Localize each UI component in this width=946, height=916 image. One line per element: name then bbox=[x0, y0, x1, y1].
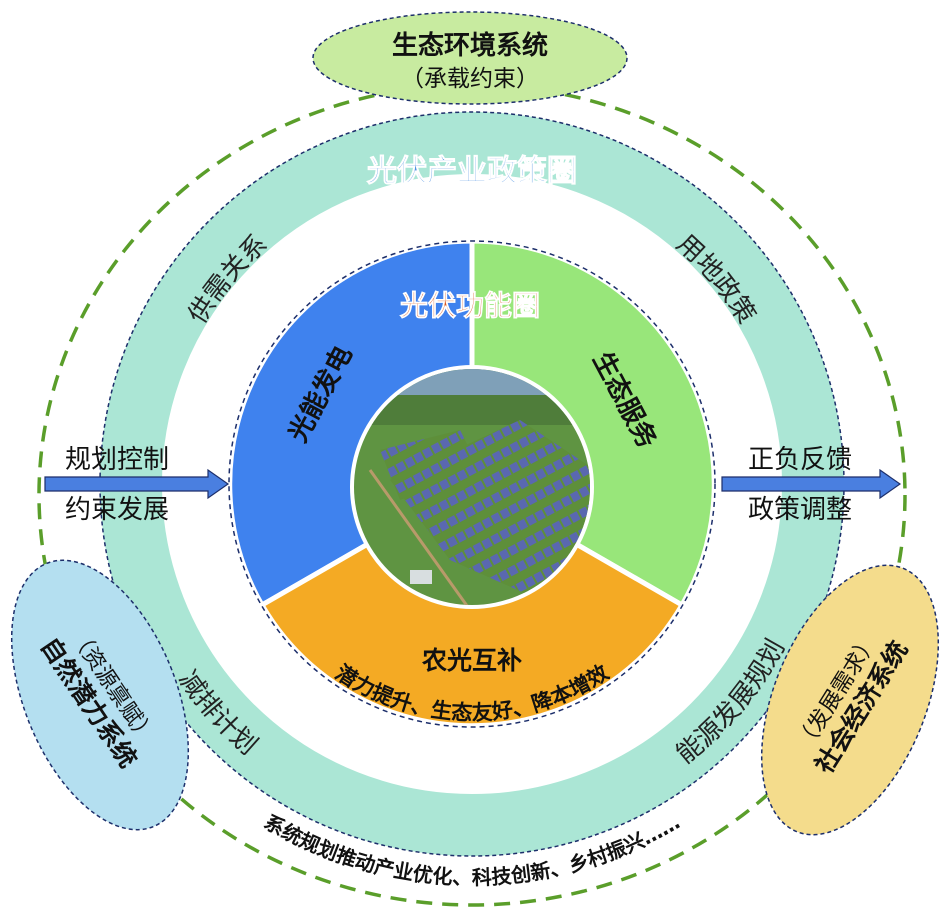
left-arrow-line1: 规划控制 bbox=[65, 445, 169, 475]
function-ring-border bbox=[228, 240, 716, 728]
right-arrow-line1: 正负反馈 bbox=[748, 445, 852, 475]
right-arrow-line2: 政策调整 bbox=[748, 495, 852, 525]
eco-system-title: 生态环境系统 bbox=[392, 30, 548, 61]
policy-ring-title: 光伏产业政策圈 bbox=[367, 154, 577, 189]
eco-system-subtitle: （承载约束） bbox=[401, 66, 539, 92]
right-arrow: 正负反馈 政策调整 bbox=[721, 445, 902, 525]
arrow-right-icon bbox=[721, 468, 902, 500]
left-arrow: 规划控制 约束发展 bbox=[44, 445, 230, 525]
arrow-right-icon bbox=[44, 468, 230, 500]
sector-label-agri-pv: 农光互补 bbox=[421, 646, 522, 675]
solar-farm-photo bbox=[350, 365, 594, 609]
socio-economic-system: （发展需求） 社会经济系统 bbox=[760, 564, 940, 836]
natural-potential-system: （资源禀赋） 自然潜力系统 bbox=[10, 559, 190, 831]
function-ring-title: 光伏功能圈 bbox=[399, 289, 540, 322]
left-arrow-line2: 约束发展 bbox=[65, 495, 169, 525]
eco-environment-system: 生态环境系统 （承载约束） bbox=[312, 11, 628, 105]
